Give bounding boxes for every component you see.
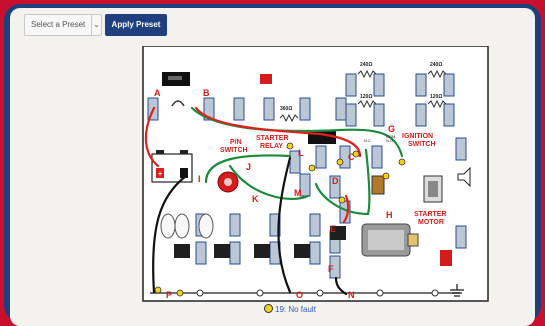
relay-modules (174, 226, 346, 258)
fault-status: 19: No fault (264, 304, 316, 314)
test-points[interactable] (154, 142, 406, 297)
starter-handle[interactable] (440, 250, 452, 266)
ignition-toggle[interactable] (371, 175, 385, 195)
resistor-label-240b: 240Ω (430, 62, 442, 68)
point-label-e: E (330, 224, 336, 234)
apply-preset-button[interactable]: Apply Preset (105, 14, 167, 36)
horn-icon (457, 166, 471, 188)
resistors (279, 69, 447, 123)
status-text: 19: No fault (275, 305, 316, 314)
resistor-label-240a: 240Ω (360, 62, 372, 68)
point-label-d: D (332, 176, 339, 186)
com-label: COM (386, 134, 395, 139)
point-label-m: M (294, 188, 302, 198)
point-label-l: L (298, 148, 304, 158)
point-label-g: G (388, 124, 395, 134)
no-label: N.O. (386, 138, 394, 143)
point-label-i: I (198, 174, 201, 184)
ground-bus (150, 284, 464, 297)
point-label-h: H (386, 210, 393, 220)
point-label-p: P (166, 290, 172, 300)
resistor-label-120b: 120Ω (430, 94, 442, 100)
chevron-down-icon[interactable]: ⌄ (91, 15, 101, 35)
brake-switch-handle[interactable] (260, 74, 272, 84)
svg-text:+: + (158, 171, 162, 178)
point-label-c: C (348, 152, 355, 162)
point-label-k: K (252, 194, 259, 204)
point-label-o: O (296, 290, 303, 300)
resistor-label-120a: 120Ω (360, 94, 372, 100)
point-label-f: F (328, 264, 334, 274)
fuse-icon (171, 100, 185, 107)
circuit-board[interactable]: 360Ω 240Ω 240Ω 120Ω 120Ω + (140, 45, 490, 303)
resistor-label-360: 360Ω (280, 106, 292, 112)
preset-select[interactable]: Select a Preset (24, 14, 102, 36)
wiring (144, 106, 404, 296)
point-label-b: B (203, 88, 210, 98)
no-fault-icon (264, 304, 273, 313)
point-label-j: J (246, 162, 251, 172)
point-label-n: N (348, 290, 355, 300)
nc-label: N.C. (364, 138, 372, 143)
point-label-a: A (154, 88, 161, 98)
lamp-bulbs (160, 213, 214, 239)
starter-motor[interactable] (361, 223, 419, 257)
